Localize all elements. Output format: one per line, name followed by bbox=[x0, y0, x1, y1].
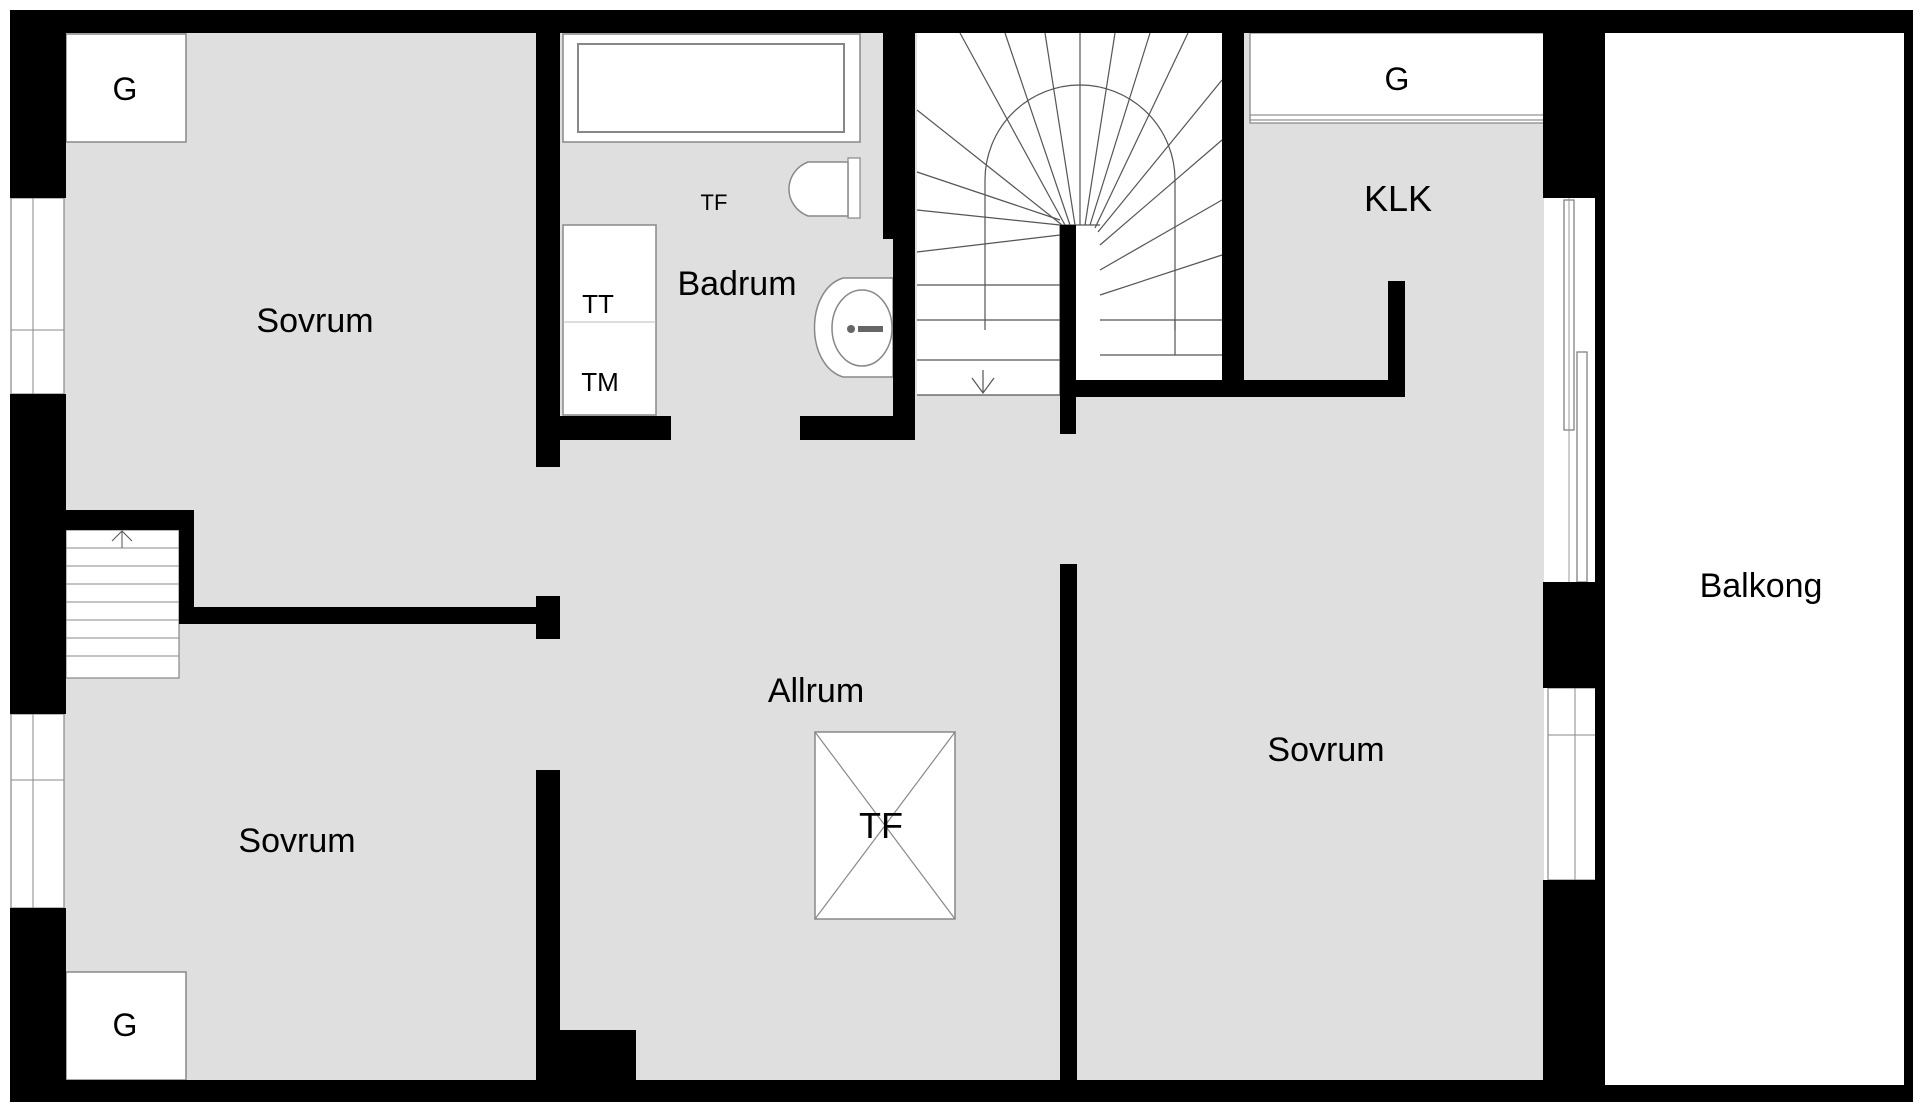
walls bbox=[10, 10, 1913, 1102]
laundry-column bbox=[562, 224, 657, 416]
toilet bbox=[788, 157, 861, 219]
bathtub bbox=[562, 33, 861, 143]
ceiling-hatch bbox=[814, 731, 956, 920]
window-west-upper bbox=[10, 197, 65, 395]
room-label-bedroom-nw: Sovrum bbox=[256, 302, 373, 340]
room-label-family-room: Allrum bbox=[768, 672, 864, 710]
room-label-bathroom: Badrum bbox=[677, 265, 796, 303]
room-label-bedroom-sw: Sovrum bbox=[238, 822, 355, 860]
room-label-bedroom-e: Sovrum bbox=[1267, 731, 1384, 769]
balcony-area bbox=[1604, 22, 1910, 1085]
wardrobe-label-nw: G bbox=[113, 71, 138, 107]
staircase-main bbox=[916, 32, 1223, 396]
room-label-balcony: Balkong bbox=[1700, 567, 1823, 605]
staircase-west bbox=[65, 529, 180, 679]
washbasin bbox=[813, 277, 894, 378]
room-label-klk: KLK bbox=[1364, 178, 1432, 219]
label-washing-machine: TM bbox=[581, 367, 619, 397]
wardrobe-label-klk: G bbox=[1385, 61, 1410, 97]
wardrobe-nw-box bbox=[65, 33, 187, 143]
label-drying-floor-bath: TF bbox=[701, 190, 728, 215]
label-drying-floor-allrum: TF bbox=[859, 805, 903, 846]
wardrobe-label-sw: G bbox=[113, 1007, 138, 1043]
window-west-lower bbox=[10, 713, 65, 909]
label-dryer-cabinet: TT bbox=[582, 289, 614, 319]
